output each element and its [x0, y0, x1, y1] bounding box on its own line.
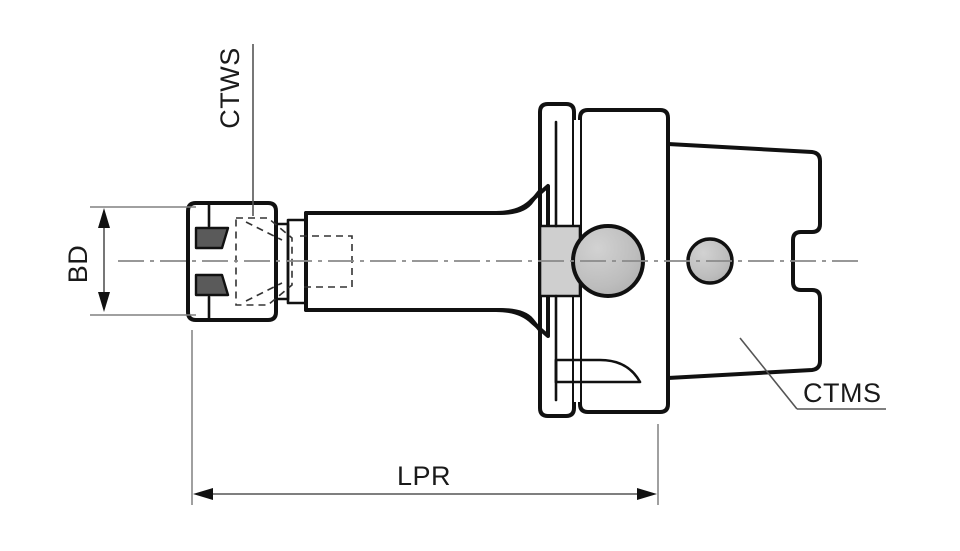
- flange-main-block: [578, 108, 670, 414]
- ctms-label: CTMS: [803, 378, 882, 408]
- callout-ctms: CTMS: [739, 337, 886, 410]
- callout-ctws: CTWS: [215, 44, 254, 216]
- lpr-label: LPR: [397, 461, 451, 491]
- lpr-arrow-right: [637, 488, 657, 500]
- dimension-bd: BD: [63, 206, 196, 316]
- chuck-body: [304, 184, 550, 338]
- nut-wrench-slot-lower: [194, 273, 230, 297]
- lpr-arrow-left: [193, 488, 213, 500]
- tool-holder-assembly: [186, 102, 822, 418]
- flange-lower-chamfer: [554, 358, 642, 384]
- bd-label: BD: [63, 245, 93, 284]
- bd-arrow-bottom: [98, 292, 110, 312]
- bd-arrow-top: [98, 208, 110, 228]
- dimension-lpr: LPR: [191, 330, 659, 505]
- nut-wrench-slot-upper: [194, 226, 230, 250]
- ctws-label: CTWS: [215, 47, 245, 128]
- collet-nut: [186, 201, 278, 322]
